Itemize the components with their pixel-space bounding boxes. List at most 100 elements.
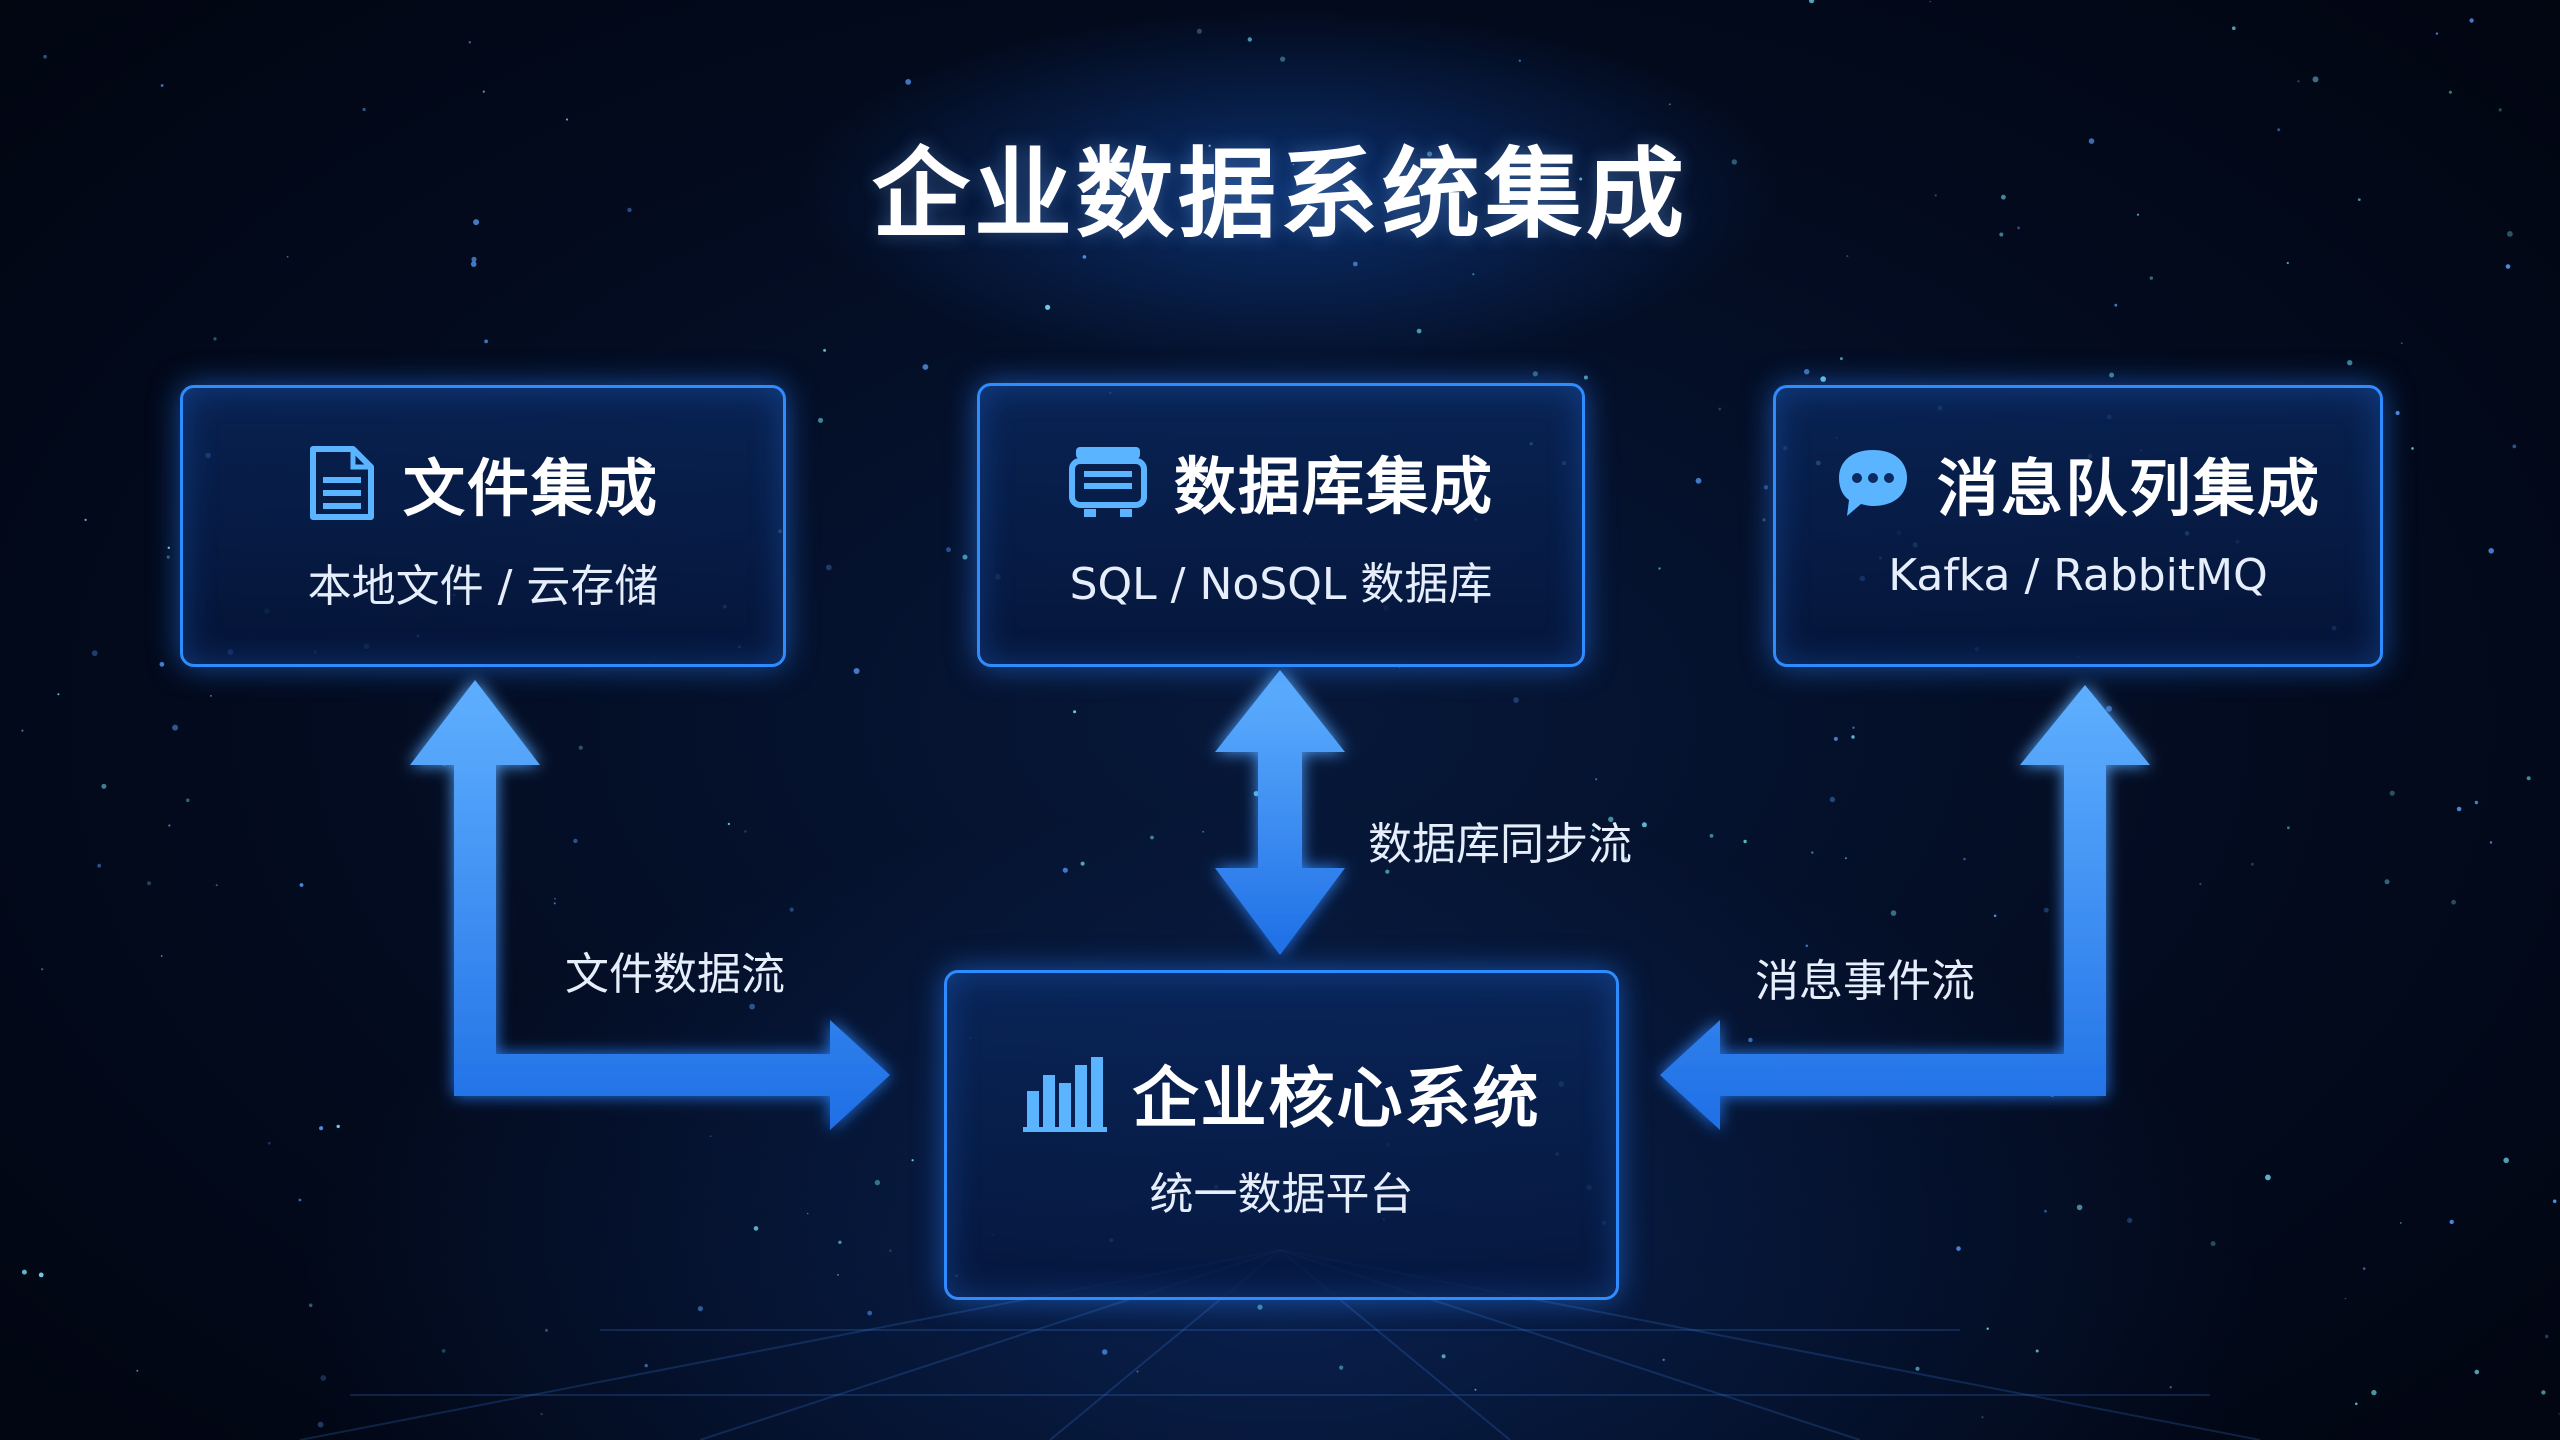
core-system-header: 企业核心系统 bbox=[947, 1043, 1616, 1143]
star bbox=[147, 881, 151, 886]
star bbox=[2232, 26, 2236, 31]
star bbox=[2265, 1174, 2271, 1181]
star bbox=[1811, 851, 1814, 854]
star bbox=[1385, 869, 1390, 874]
star bbox=[97, 863, 102, 868]
star bbox=[468, 41, 471, 44]
star bbox=[1339, 1365, 1344, 1370]
star bbox=[172, 724, 179, 731]
star bbox=[2106, 705, 2112, 712]
star bbox=[2109, 372, 2115, 378]
star bbox=[962, 554, 968, 560]
star bbox=[2448, 90, 2452, 94]
star bbox=[470, 261, 477, 267]
database-icon bbox=[1068, 443, 1148, 519]
star bbox=[41, 968, 44, 971]
star bbox=[2435, 32, 2438, 35]
star bbox=[2043, 907, 2049, 913]
star bbox=[136, 1369, 139, 1372]
star bbox=[1443, 154, 1449, 160]
star bbox=[21, 1269, 27, 1275]
star bbox=[2469, 18, 2474, 23]
star bbox=[484, 339, 488, 344]
star bbox=[1579, 177, 1583, 181]
star bbox=[1890, 910, 1897, 916]
star bbox=[1073, 710, 1077, 714]
star bbox=[1748, 1037, 1753, 1043]
star bbox=[1993, 914, 1997, 918]
star bbox=[160, 955, 163, 957]
star bbox=[2017, 226, 2020, 230]
star bbox=[573, 838, 578, 844]
star bbox=[1257, 1304, 1263, 1310]
star bbox=[2088, 138, 2095, 144]
database-flow-label: 数据库同步流 bbox=[1368, 819, 1632, 870]
file-integration-node: 文件集成 本地文件 / 云存储 bbox=[180, 385, 786, 667]
star bbox=[482, 90, 485, 93]
star bbox=[2371, 1389, 2377, 1396]
star bbox=[1150, 835, 1154, 840]
star bbox=[2362, 1267, 2366, 1270]
star bbox=[320, 1375, 327, 1381]
star bbox=[1532, 371, 1538, 377]
star bbox=[168, 824, 171, 827]
star bbox=[553, 902, 556, 905]
star bbox=[84, 518, 87, 522]
star bbox=[2541, 1390, 2546, 1395]
star bbox=[2389, 790, 2395, 796]
star bbox=[91, 650, 98, 657]
star bbox=[160, 84, 164, 87]
star bbox=[1999, 232, 2004, 237]
star bbox=[1208, 144, 1211, 147]
file-flow-label: 文件数据流 bbox=[565, 949, 785, 1000]
star bbox=[2474, 1369, 2480, 1375]
star bbox=[319, 1126, 324, 1131]
star bbox=[213, 337, 217, 341]
star bbox=[889, 1249, 892, 1252]
star bbox=[101, 783, 107, 789]
star bbox=[299, 883, 304, 887]
star bbox=[38, 1272, 44, 1278]
star bbox=[210, 695, 212, 697]
star bbox=[806, 1212, 809, 1215]
star bbox=[2044, 1209, 2047, 1213]
star bbox=[1292, 163, 1295, 166]
star bbox=[21, 729, 24, 732]
star bbox=[2127, 1217, 2133, 1224]
star bbox=[817, 417, 824, 423]
file-integration-title: 文件集成 bbox=[402, 452, 659, 525]
star bbox=[1929, 0, 1931, 3]
star bbox=[838, 1240, 842, 1245]
star bbox=[1804, 369, 1810, 375]
star bbox=[2199, 882, 2202, 886]
star bbox=[1981, 1416, 1984, 1419]
star bbox=[2035, 1349, 2039, 1353]
star bbox=[362, 107, 366, 112]
star bbox=[2505, 264, 2511, 269]
star bbox=[1202, 831, 1204, 833]
star bbox=[1591, 829, 1595, 832]
star bbox=[1196, 28, 1202, 34]
star bbox=[1280, 56, 1286, 62]
star bbox=[1641, 822, 1647, 828]
star bbox=[2489, 841, 2493, 844]
star bbox=[1352, 261, 1358, 267]
star bbox=[2076, 1204, 2083, 1211]
file-flow-arrow bbox=[410, 680, 890, 1130]
star bbox=[578, 745, 583, 750]
bar-chart-icon bbox=[1022, 1053, 1107, 1133]
star bbox=[2474, 800, 2479, 805]
star bbox=[2449, 1219, 2454, 1225]
star bbox=[1762, 518, 1766, 522]
database-integration-title: 数据库集成 bbox=[1173, 450, 1494, 523]
star bbox=[1441, 1354, 1446, 1359]
star bbox=[1763, 485, 1769, 490]
star bbox=[473, 219, 480, 226]
message-flow-label: 消息事件流 bbox=[1755, 956, 1975, 1007]
star bbox=[1709, 834, 1714, 838]
star bbox=[1731, 159, 1738, 165]
star bbox=[1851, 735, 1855, 739]
star bbox=[1623, 857, 1628, 862]
star bbox=[43, 54, 47, 59]
star bbox=[544, 1328, 549, 1332]
